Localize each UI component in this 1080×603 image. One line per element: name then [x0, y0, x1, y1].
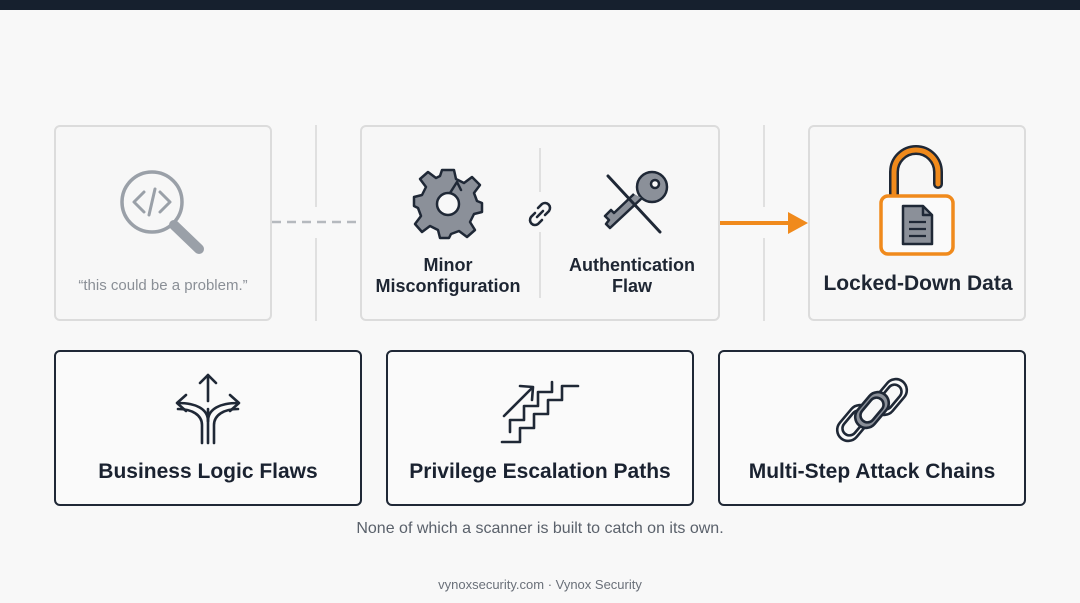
- scanner-quote: “this could be a problem.”: [78, 277, 248, 294]
- chain-links-icon: [835, 377, 909, 443]
- broken-gear-icon: [412, 168, 484, 240]
- diverging-arrows-icon: [175, 373, 241, 445]
- magnifier-code-icon: [120, 170, 204, 254]
- unlocked-padlock-document-icon: [879, 145, 955, 256]
- chain-card-divider: [539, 148, 541, 192]
- business-logic-label: Business Logic Flaws: [98, 460, 318, 483]
- authentication-flaw-label: Authentication Flaw: [544, 255, 720, 297]
- divider-line: [315, 238, 317, 321]
- crossed-key-icon: [603, 170, 669, 234]
- locked-down-data-label: Locked-Down Data: [823, 272, 1013, 295]
- divider-line: [763, 238, 765, 321]
- caption: None of which a scanner is built to catc…: [356, 520, 724, 537]
- top-bar: [0, 0, 1080, 10]
- footer-credit: vynoxsecurity.com · Vynox Security: [438, 577, 642, 592]
- minor-misconfiguration-label: Minor Misconfiguration: [362, 255, 534, 297]
- privilege-escalation-label: Privilege Escalation Paths: [409, 460, 671, 483]
- attack-chains-card: [718, 350, 1026, 506]
- scanner-card: [54, 125, 272, 321]
- minor-misconfiguration-text: Minor Misconfiguration: [375, 255, 521, 296]
- privilege-escalation-card: [386, 350, 694, 506]
- stairs-arrow-icon: [500, 380, 580, 444]
- orange-arrow: [720, 212, 808, 234]
- chain-card-divider: [539, 232, 541, 298]
- link-icon: [528, 201, 552, 227]
- divider-line: [315, 125, 317, 207]
- divider-line: [763, 125, 765, 207]
- attack-chains-label: Multi-Step Attack Chains: [748, 460, 996, 483]
- dashed-connector: [272, 220, 360, 224]
- authentication-flaw-text: Authentication Flaw: [569, 255, 695, 296]
